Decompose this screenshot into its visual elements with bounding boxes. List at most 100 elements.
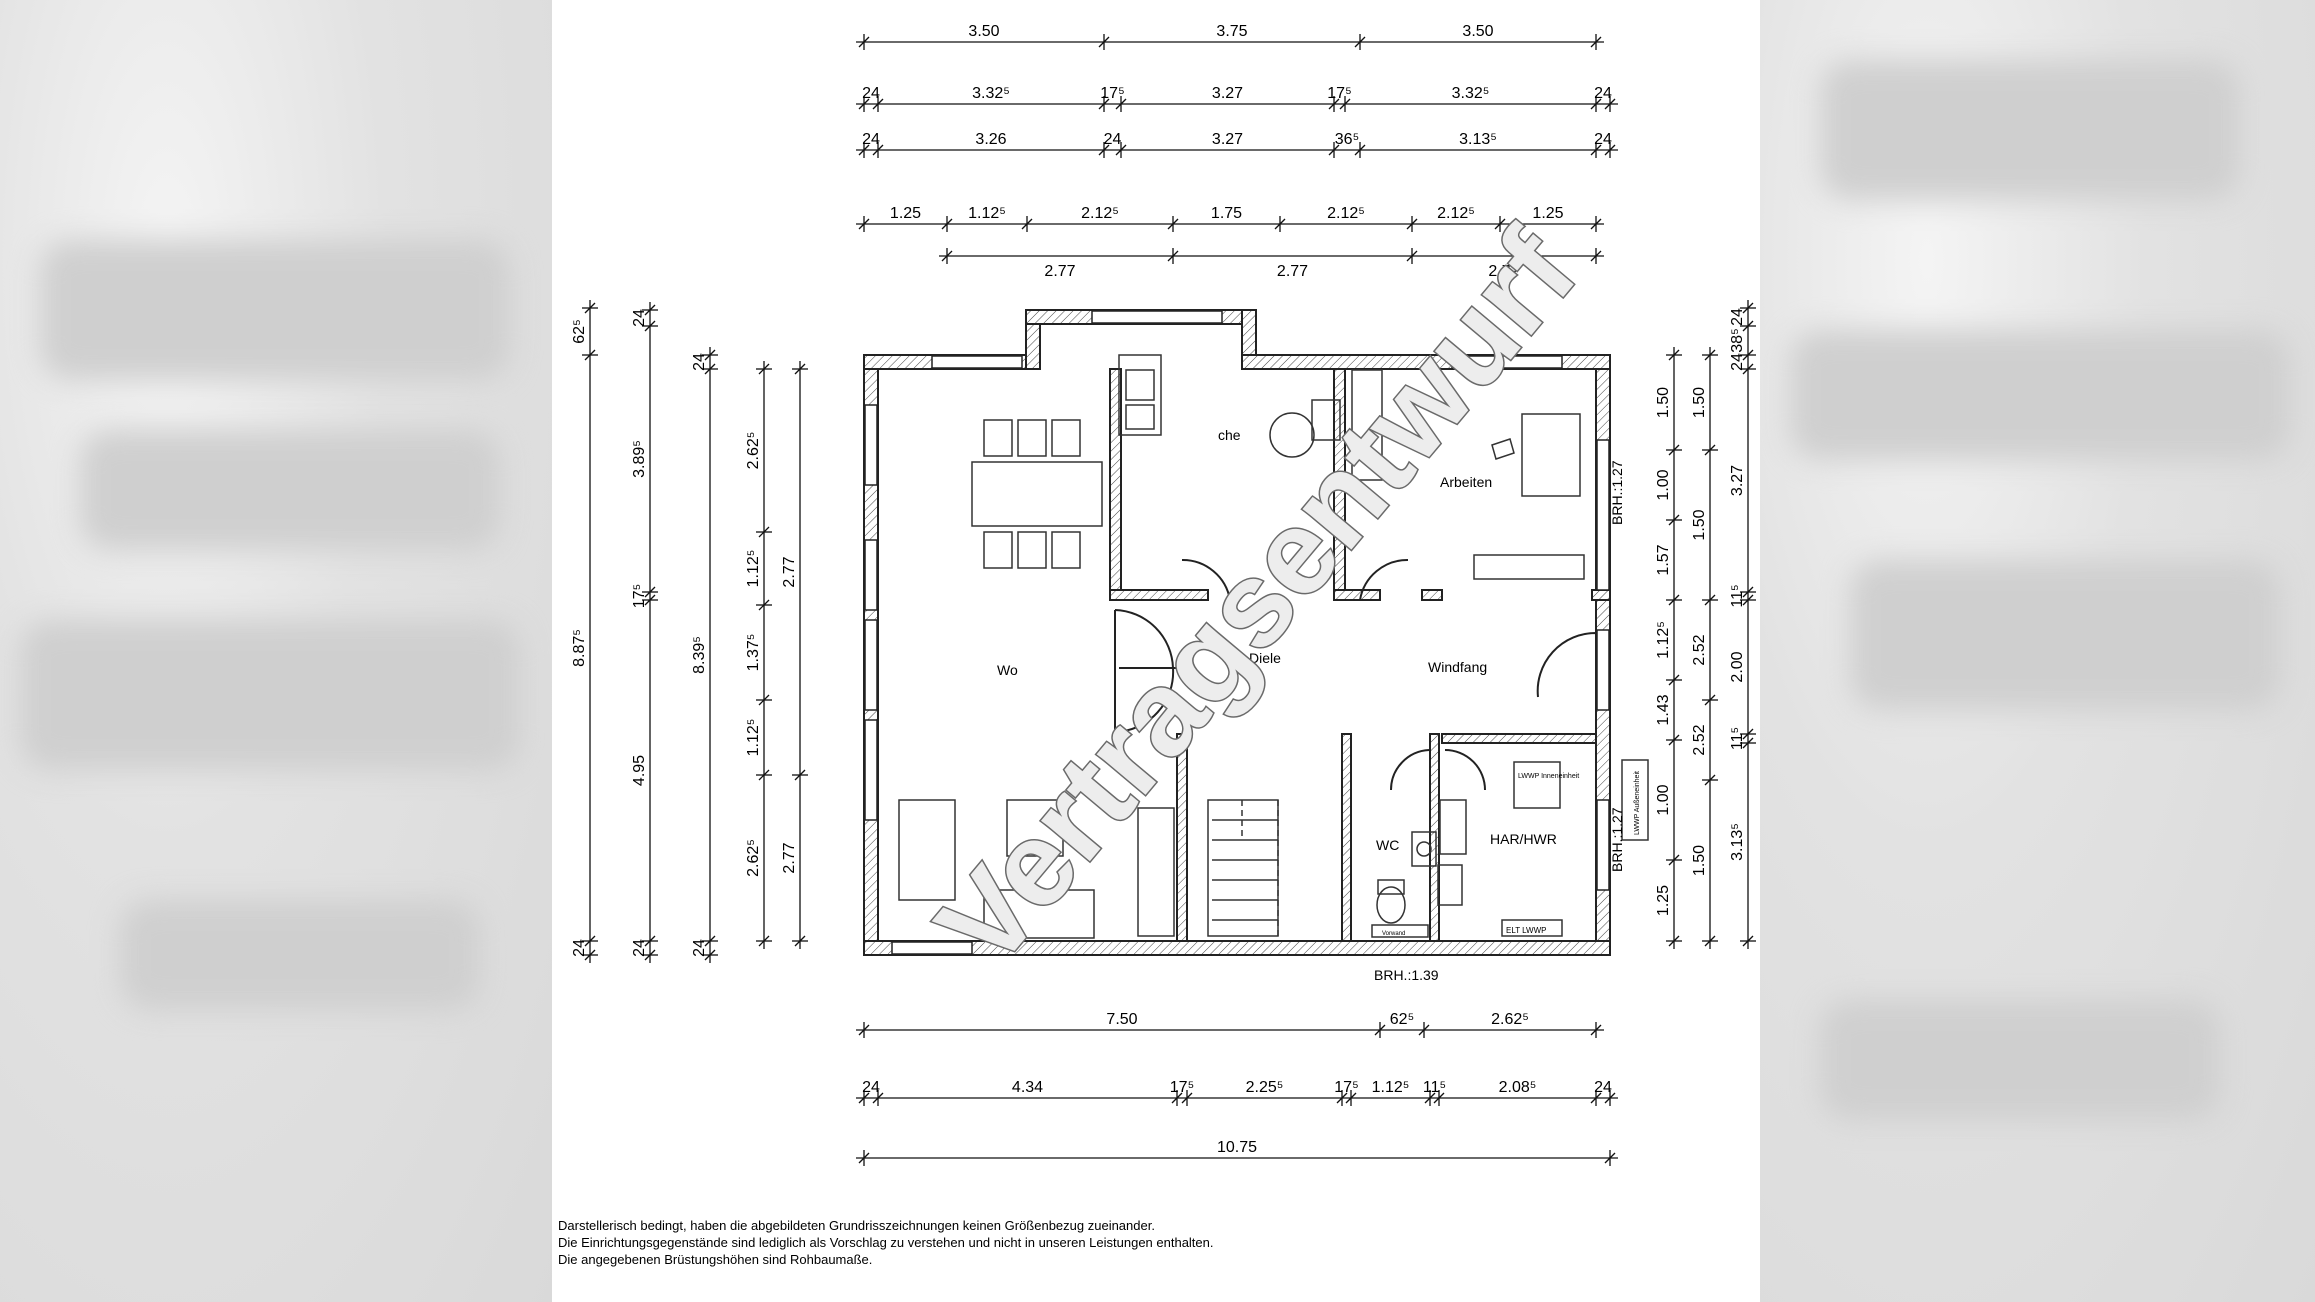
dim-top-row5-label-0: 2.77 bbox=[1044, 263, 1075, 280]
brh-right-bottom-label: BRH.:1.27 bbox=[1609, 807, 1625, 872]
dim-top-row2-label-1: 3.32⁵ bbox=[972, 85, 1010, 102]
dim-top-row4-label-5: 2.12⁵ bbox=[1437, 205, 1475, 222]
furniture bbox=[898, 354, 1649, 939]
dim-right-col1-label-3: 1.12⁵ bbox=[1655, 621, 1672, 659]
dim-top-row3-label-0: 24 bbox=[862, 131, 880, 148]
dim-left-col2-label-1: 3.89⁵ bbox=[631, 440, 648, 478]
dim-top-row1-label-2: 3.50 bbox=[1462, 23, 1493, 40]
dim-right-col1-label-0: 1.50 bbox=[1655, 387, 1672, 418]
dim-left-col2-label-3: 4.95 bbox=[631, 755, 648, 786]
dim-left-col5-label-1: 2.77 bbox=[781, 842, 798, 873]
dim-top-row4-label-1: 1.12⁵ bbox=[968, 205, 1006, 222]
dim-right-col2-label-1: 1.50 bbox=[1691, 509, 1708, 540]
vorwand-label: Vorwand bbox=[1382, 931, 1405, 937]
dim-left-col5-label-0: 2.77 bbox=[781, 556, 798, 587]
dim-top-row3-label-3: 3.27 bbox=[1212, 131, 1243, 148]
dimension-labels: 3.50 3.75 3.50 24 3.32⁵ 17⁵ 3.27 17⁵ 3.32⁵ 24 24 3.… bbox=[571, 23, 1746, 1156]
room-label-har-hwr: HAR/HWR bbox=[1490, 831, 1557, 847]
dim-left-col4-label-2: 1.37⁵ bbox=[745, 634, 762, 672]
room-label-wohnen: Wo bbox=[997, 662, 1018, 678]
dim-top-row1-label-1: 3.75 bbox=[1216, 23, 1247, 40]
dim-bottom-row2-label-2: 17⁵ bbox=[1170, 1079, 1194, 1096]
lwwp-inner-label: LWWP Inneneinheit bbox=[1518, 773, 1579, 780]
floor-plan-drawing: 3.50 3.75 3.50 24 3.32⁵ 17⁵ 3.27 17⁵ 3.32⁵ 24 24 3.… bbox=[571, 23, 1756, 1166]
lwwp-outer-label: LWWP Außeneinheit bbox=[1634, 771, 1641, 835]
dim-bottom-row2-label-6: 11⁵ bbox=[1423, 1079, 1446, 1096]
dim-left-col3-label-2: 24 bbox=[691, 939, 708, 957]
dim-top-row3-label-2: 24 bbox=[1104, 131, 1122, 148]
dim-bottom-row2-label-7: 2.08⁵ bbox=[1499, 1079, 1537, 1096]
dim-left-col2-label-0: 24 bbox=[631, 309, 648, 327]
dim-right-col3-label-6: 11⁵ bbox=[1729, 727, 1746, 750]
dim-top-row5-label-1: 2.77 bbox=[1277, 263, 1308, 280]
dim-top-row3-label-6: 24 bbox=[1594, 131, 1612, 148]
dimension-lines bbox=[582, 34, 1756, 1166]
dim-right-col2-label-4: 1.50 bbox=[1691, 845, 1708, 876]
dim-right-col1-label-6: 1.25 bbox=[1655, 885, 1672, 916]
dim-top-row5-label-2: 2.77 bbox=[1488, 263, 1519, 280]
note-line-1: Darstellerisch bedingt, haben die abgebi… bbox=[558, 1218, 1155, 1233]
misc-labels: BRH.:1.39 BRH.:1.27 BRH.:1.27 LWWP Innen… bbox=[1374, 460, 1641, 983]
dim-right-col3-label-1: 38⁵ bbox=[1729, 328, 1746, 352]
doors bbox=[1114, 558, 1597, 791]
dim-top-row2-label-3: 3.27 bbox=[1212, 85, 1243, 102]
note-line-2: Die Einrichtungsgegenstände sind ledigli… bbox=[558, 1235, 1214, 1250]
dim-left-col3-label-0: 24 bbox=[691, 353, 708, 371]
dim-bottom-row2-label-5: 1.12⁵ bbox=[1372, 1079, 1410, 1096]
dim-top-row2-label-2: 17⁵ bbox=[1100, 85, 1124, 102]
dim-left-col4-label-4: 2.62⁵ bbox=[745, 839, 762, 877]
elt-lwwp-label: ELT LWWP bbox=[1506, 926, 1546, 935]
room-label-kueche: che bbox=[1218, 427, 1241, 443]
dim-bottom-row2-label-1: 4.34 bbox=[1012, 1079, 1043, 1096]
brh-right-top-label: BRH.:1.27 bbox=[1609, 460, 1625, 525]
dim-right-col3-label-7: 3.13⁵ bbox=[1729, 823, 1746, 861]
room-labels: Wo che Arbeiten Diele Windfang WC HAR/HW… bbox=[997, 427, 1557, 853]
dim-top-row2-label-6: 24 bbox=[1594, 85, 1612, 102]
dim-right-col3-label-2: 24 bbox=[1729, 353, 1746, 371]
dim-top-row4-label-0: 1.25 bbox=[890, 205, 921, 222]
dim-right-col1-label-1: 1.00 bbox=[1655, 469, 1672, 500]
room-label-windfang: Windfang bbox=[1428, 659, 1487, 675]
dim-top-row4-label-6: 1.25 bbox=[1532, 205, 1563, 222]
blurred-background-left bbox=[0, 0, 556, 1302]
dim-right-col3-label-0: 24 bbox=[1729, 308, 1746, 326]
dim-left-col2-label-4: 24 bbox=[631, 939, 648, 957]
dim-bottom-row2-label-8: 24 bbox=[1594, 1079, 1612, 1096]
dim-right-col2-label-2: 2.52 bbox=[1691, 634, 1708, 665]
blurred-background-right bbox=[1760, 0, 2315, 1302]
dim-bottom-row1-label-1: 62⁵ bbox=[1390, 1011, 1414, 1028]
dim-right-col3-label-5: 2.00 bbox=[1729, 651, 1746, 682]
room-label-wc: WC bbox=[1376, 837, 1399, 853]
dim-left-col4-label-3: 1.12⁵ bbox=[745, 719, 762, 757]
dim-left-col4-label-0: 2.62⁵ bbox=[745, 432, 762, 470]
dim-right-col1-label-5: 1.00 bbox=[1655, 784, 1672, 815]
dim-top-row3-label-5: 3.13⁵ bbox=[1459, 131, 1497, 148]
dim-left-col1-label-0: 62⁵ bbox=[571, 319, 588, 343]
dim-bottom-row1-label-2: 2.62⁵ bbox=[1491, 1011, 1529, 1028]
dim-bottom-row2-label-4: 17⁵ bbox=[1334, 1079, 1358, 1096]
dim-right-col3-label-3: 3.27 bbox=[1729, 465, 1746, 496]
dim-left-col3-label-1: 8.39⁵ bbox=[691, 636, 708, 674]
dim-bottom-row3-label-0: 10.75 bbox=[1217, 1139, 1257, 1156]
brh-bottom-label: BRH.:1.39 bbox=[1374, 967, 1439, 983]
floor-plan-sheet: 3.50 3.75 3.50 24 3.32⁵ 17⁵ 3.27 17⁵ 3.32⁵ 24 24 3.… bbox=[552, 0, 1760, 1302]
dim-right-col2-label-3: 2.52 bbox=[1691, 724, 1708, 755]
dim-right-col1-label-2: 1.57 bbox=[1655, 544, 1672, 575]
room-label-diele: Diele bbox=[1249, 650, 1281, 666]
dim-top-row1-label-0: 3.50 bbox=[968, 23, 999, 40]
dim-top-row2-label-4: 17⁵ bbox=[1327, 85, 1351, 102]
dim-top-row2-label-5: 3.32⁵ bbox=[1452, 85, 1490, 102]
dim-top-row4-label-2: 2.12⁵ bbox=[1081, 205, 1119, 222]
dim-top-row4-label-3: 1.75 bbox=[1211, 205, 1242, 222]
note-line-3: Die angegebenen Brüstungshöhen sind Rohb… bbox=[558, 1252, 873, 1267]
dim-left-col2-label-2: 17⁵ bbox=[631, 584, 648, 608]
dim-top-row3-label-4: 36⁵ bbox=[1335, 131, 1359, 148]
dim-right-col2-label-0: 1.50 bbox=[1691, 387, 1708, 418]
dim-top-row2-label-0: 24 bbox=[862, 85, 880, 102]
dim-top-row4-label-4: 2.12⁵ bbox=[1327, 205, 1365, 222]
dim-right-col1-label-4: 1.43 bbox=[1655, 694, 1672, 725]
dim-bottom-row2-label-3: 2.25⁵ bbox=[1246, 1079, 1284, 1096]
dim-left-col1-label-2: 24 bbox=[571, 939, 588, 957]
dim-right-col3-label-4: 11⁵ bbox=[1729, 584, 1746, 607]
windows bbox=[864, 310, 1610, 955]
